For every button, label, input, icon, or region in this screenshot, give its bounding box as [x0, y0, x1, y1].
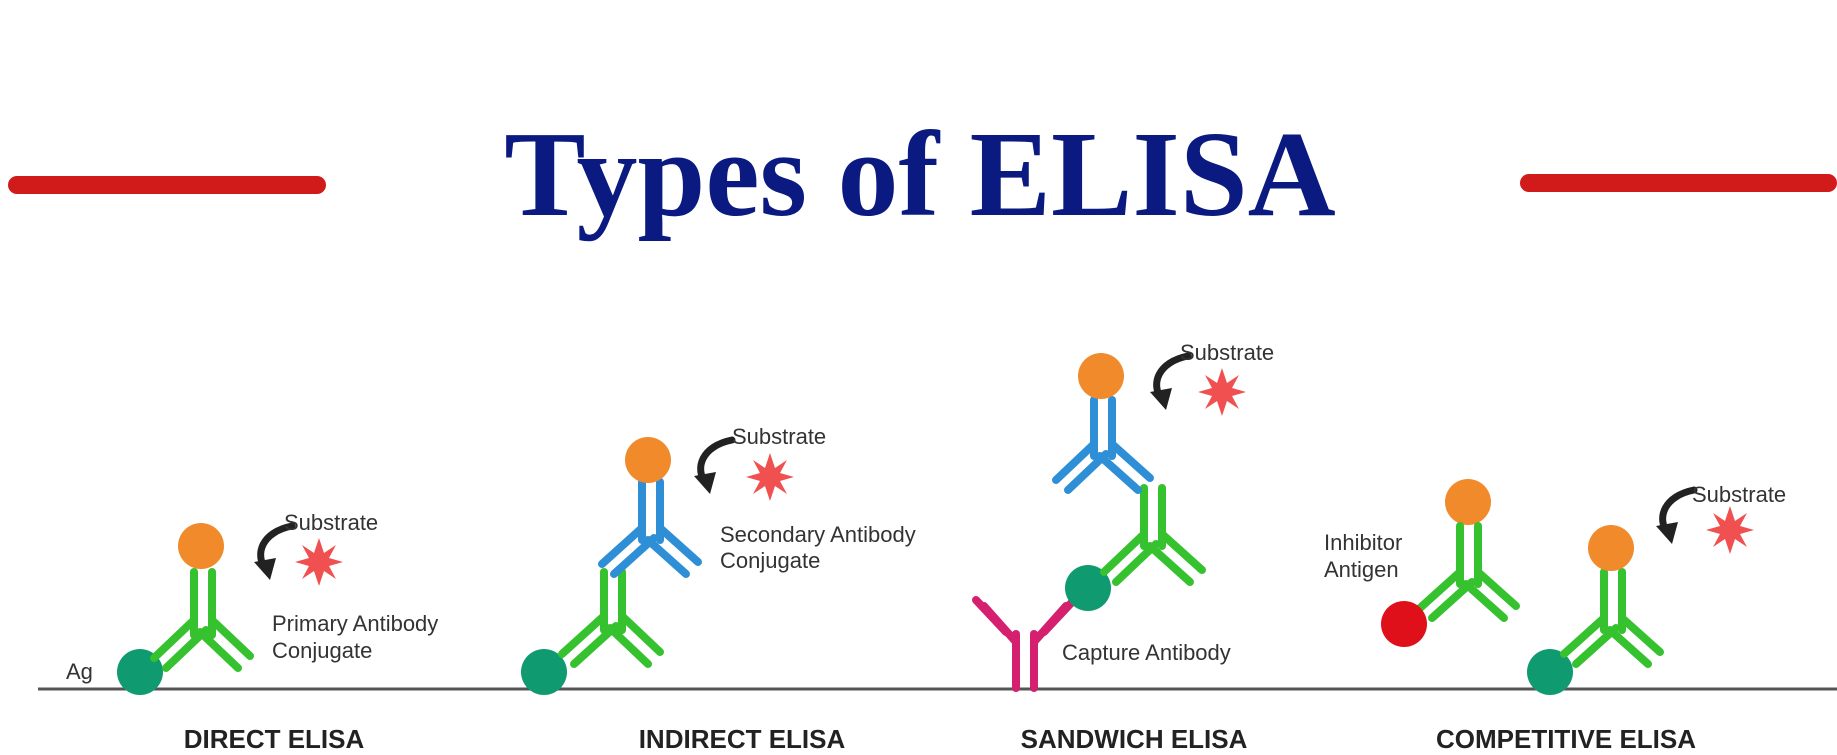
curved-arrow-icon — [1656, 490, 1694, 544]
caption-competitive-elisa: COMPETITIVE ELISA — [1436, 724, 1696, 754]
enzyme-icon — [625, 437, 671, 483]
caption-direct-elisa: DIRECT ELISA — [184, 724, 365, 754]
substrate-label: Substrate — [1692, 482, 1786, 507]
substrate-star-icon — [1706, 506, 1754, 554]
competitive-elisa-group: Inhibitor Antigen Substrate — [1324, 479, 1786, 695]
substrate-label: Substrate — [732, 424, 826, 449]
primary-antibody-label-line1: Primary Antibody — [272, 611, 438, 636]
sandwich-elisa-group: Substrate Capture Antibody — [976, 340, 1274, 688]
primary-antibody-icon — [154, 572, 250, 668]
caption-sandwich-elisa: SANDWICH ELISA — [1021, 724, 1248, 754]
detection-antibody-icon — [1104, 488, 1202, 582]
enzyme-icon — [1078, 353, 1124, 399]
substrate-star-icon — [1198, 368, 1246, 416]
substrate-star-icon — [295, 538, 343, 586]
left-accent-bar — [8, 176, 326, 194]
secondary-antibody-label-line2: Conjugate — [720, 548, 820, 573]
right-accent-bar — [1520, 174, 1837, 192]
inhibitor-antigen-icon — [1381, 601, 1427, 647]
secondary-antibody-icon — [602, 482, 698, 574]
enzyme-icon — [1588, 525, 1634, 571]
curved-arrow-icon — [694, 440, 732, 494]
substrate-label: Substrate — [1180, 340, 1274, 365]
primary-antibody-label-line2: Conjugate — [272, 638, 372, 663]
substrate-star-icon — [746, 453, 794, 501]
primary-antibody-icon — [1564, 572, 1660, 664]
inhibitor-label-line2: Antigen — [1324, 557, 1399, 582]
page-title: Types of ELISA — [504, 107, 1336, 242]
capture-antibody-label: Capture Antibody — [1062, 640, 1231, 665]
direct-elisa-group: Substrate Primary Antibody Conjugate Ag — [66, 510, 438, 695]
indirect-elisa-group: Substrate Secondary Antibody Conjugate — [521, 424, 916, 695]
enzyme-icon — [178, 523, 224, 569]
substrate-label: Substrate — [284, 510, 378, 535]
caption-indirect-elisa: INDIRECT ELISA — [639, 724, 846, 754]
capture-antibody-icon — [976, 600, 1074, 688]
secondary-antibody-label-line1: Secondary Antibody — [720, 522, 916, 547]
secondary-antibody-icon — [1056, 400, 1150, 490]
primary-antibody-icon — [562, 572, 660, 664]
enzyme-icon — [1445, 479, 1491, 525]
free-antibody-icon — [1420, 526, 1516, 618]
inhibitor-label-line1: Inhibitor — [1324, 530, 1402, 555]
ag-label: Ag — [66, 659, 93, 684]
